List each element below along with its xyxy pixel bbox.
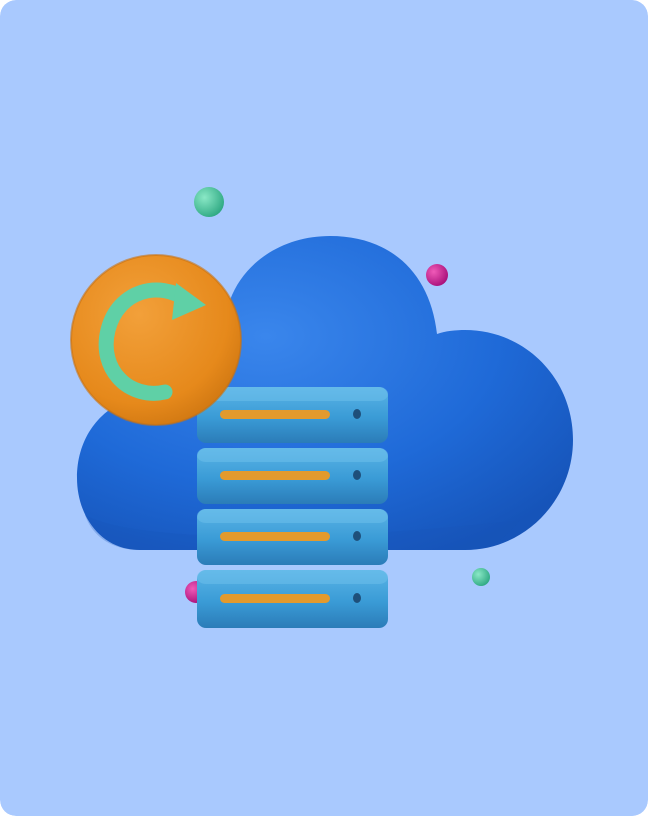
server-rack-icon	[197, 387, 388, 628]
server-unit-1	[197, 387, 388, 443]
server-unit-3	[197, 509, 388, 565]
server-unit-4	[197, 570, 388, 628]
server-unit-2	[197, 448, 388, 504]
teal-dot-right	[472, 568, 490, 586]
magenta-dot-top	[426, 264, 448, 286]
sync-arrow-icon	[70, 254, 242, 426]
teal-dot-top	[194, 187, 224, 217]
